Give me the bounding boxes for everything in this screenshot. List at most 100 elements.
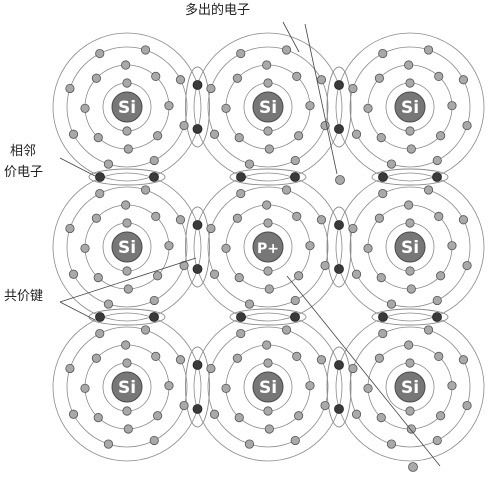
inner-electron — [406, 424, 416, 434]
orbit-ring — [335, 172, 485, 322]
bond-electron — [290, 312, 300, 322]
bond-electron — [334, 124, 344, 134]
bond-electron — [236, 312, 246, 322]
inner-electron — [209, 129, 220, 139]
inner-electron — [234, 133, 244, 143]
inner-electron — [151, 71, 161, 81]
inner-electron — [404, 340, 414, 350]
inner-electron — [149, 435, 159, 446]
inner-electron — [432, 155, 442, 166]
atom-label: Si — [118, 378, 136, 398]
inner-electron — [140, 45, 151, 55]
inner-electron — [209, 269, 220, 279]
inner-electron — [221, 383, 231, 393]
inner-electron — [292, 211, 302, 221]
inner-electron — [423, 325, 434, 335]
inner-electron — [292, 351, 302, 361]
inner-electron — [290, 435, 300, 446]
inner-electron — [179, 400, 189, 411]
inner-electron — [434, 71, 444, 81]
extra-electron-leader-1 — [282, 21, 300, 53]
inner-electron — [348, 363, 358, 374]
inner-electron — [93, 273, 103, 283]
covalent-bond-leader-1 — [59, 257, 197, 303]
inner-electron — [65, 363, 75, 374]
orbit-ring — [52, 32, 202, 182]
inner-electron — [140, 325, 151, 335]
inner-electron — [320, 120, 330, 131]
silicon-nucleus — [394, 231, 426, 263]
inner-electron — [232, 353, 242, 363]
inner-electron — [153, 411, 163, 421]
silicon-nucleus — [394, 371, 426, 403]
inner-electron — [290, 295, 300, 306]
orbit-ring — [66, 326, 188, 448]
inner-electron — [164, 381, 174, 391]
bond-electron — [432, 172, 442, 182]
covalent-bond — [229, 168, 307, 186]
inner-electron — [263, 266, 273, 276]
covalent-bond — [229, 308, 307, 326]
inner-electron — [232, 213, 242, 223]
inner-electron — [122, 218, 132, 228]
bond-electron — [192, 80, 203, 90]
inner-electron — [316, 75, 327, 85]
covalent-bond — [185, 346, 210, 428]
inner-electron — [164, 101, 174, 111]
inner-electron — [376, 133, 386, 143]
silicon-nucleus — [252, 91, 284, 123]
inner-electron — [236, 188, 246, 199]
inner-electron — [378, 328, 388, 339]
inner-electron — [93, 133, 103, 143]
inner-electron — [305, 381, 315, 391]
label-adjacent-line2: 价电子 — [4, 165, 43, 180]
silicon-nucleus — [111, 371, 143, 403]
bond-electron — [432, 312, 442, 322]
orbit-ring — [193, 312, 343, 462]
inner-electron — [294, 271, 304, 281]
inner-electron — [305, 241, 315, 251]
covalent-bond — [326, 206, 352, 288]
inner-electron — [95, 48, 105, 59]
atom-label: Si — [401, 98, 419, 118]
orbit-ring — [52, 312, 202, 462]
inner-electron — [179, 120, 189, 131]
inner-electron — [405, 78, 415, 88]
inner-electron — [103, 159, 114, 169]
orbit-ring — [335, 32, 485, 182]
bond-electron — [95, 172, 105, 182]
inner-electron — [65, 83, 75, 94]
covalent-bond — [185, 66, 210, 148]
free-electron — [408, 462, 418, 472]
inner-electron — [80, 103, 90, 113]
inner-electron — [263, 78, 273, 88]
bond-electron — [192, 124, 203, 134]
orbit-ring — [349, 46, 471, 168]
inner-electron — [103, 439, 114, 449]
inner-electron — [65, 223, 75, 234]
inner-electron — [103, 299, 114, 309]
inner-electron — [206, 83, 216, 94]
inner-electron — [221, 243, 231, 253]
adjacent-electron-leader — [59, 157, 98, 178]
inner-electron — [264, 284, 274, 294]
inner-electron — [206, 363, 216, 374]
atom-label: P+ — [257, 241, 279, 257]
inner-electron — [209, 409, 220, 419]
inner-electron — [121, 340, 131, 350]
inner-electron — [121, 60, 131, 70]
atom-label: Si — [401, 378, 419, 398]
inner-electron — [406, 284, 416, 294]
inner-electron — [404, 60, 414, 70]
inner-electron — [405, 266, 415, 276]
inner-electron — [123, 284, 133, 294]
inner-electron — [405, 218, 415, 228]
inner-electron — [91, 353, 101, 363]
inner-electron — [153, 271, 163, 281]
orbit-ring — [193, 32, 343, 182]
inner-electron — [363, 243, 373, 253]
inner-electron — [386, 159, 397, 169]
inner-electron — [151, 211, 161, 221]
